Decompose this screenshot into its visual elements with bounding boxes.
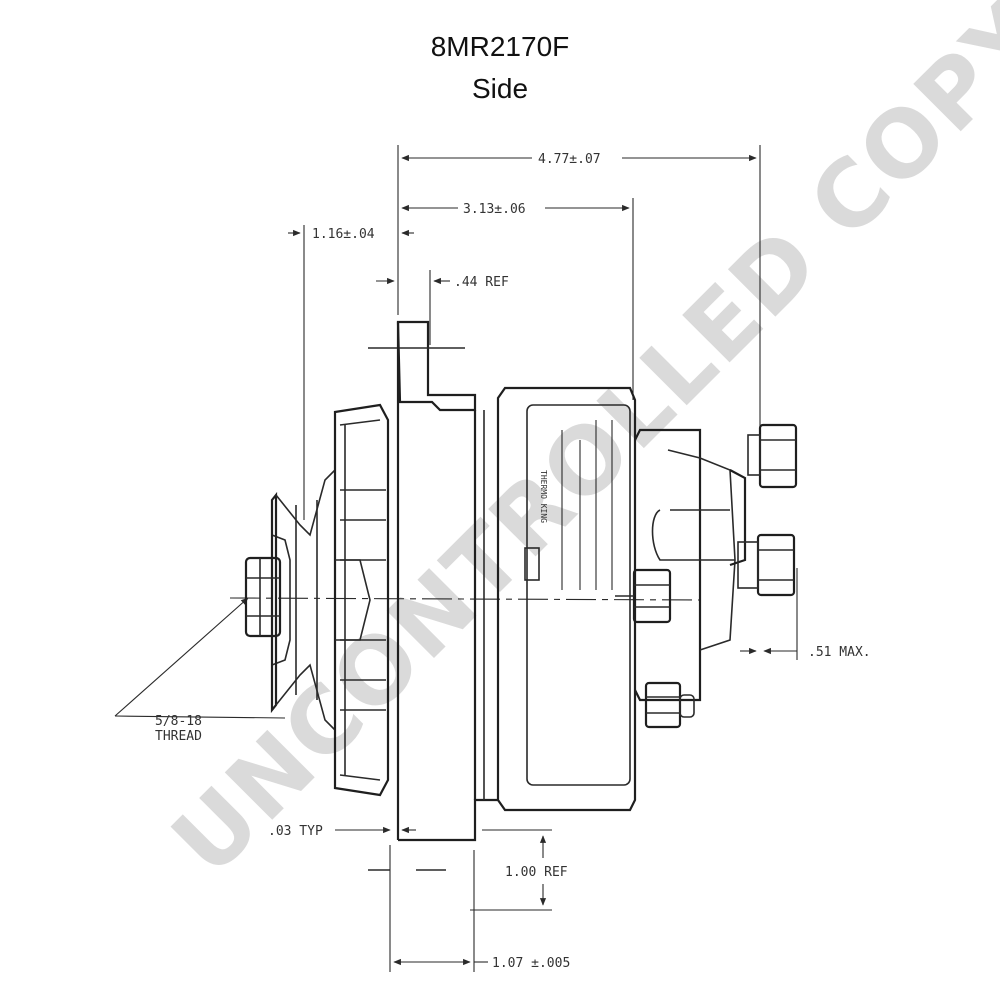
view-label: Side — [471, 73, 529, 104]
shaft-nut — [244, 556, 282, 638]
thread-callout: 5/8-18 THREAD — [114, 597, 286, 744]
dim-pulley-offset: 1.16±.04 — [288, 225, 414, 520]
dim-label-termmax: .51 MAX. — [808, 645, 871, 660]
fan — [333, 403, 390, 797]
dim-label-base: 1.07 ±.005 — [492, 956, 570, 971]
dim-label-ref44: .44 REF — [454, 275, 509, 290]
dim-label-typ: .03 TYP — [268, 824, 323, 839]
thread-size-label: 5/8-18 — [155, 714, 202, 729]
center-line — [229, 597, 701, 601]
dim-label-overall: 4.77±.07 — [538, 152, 601, 167]
dim-ref-100: 1.00 REF — [470, 829, 568, 911]
terminal-bottom — [644, 681, 695, 729]
front-flange — [368, 320, 498, 871]
dim-label-pulley: 1.16±.04 — [312, 227, 375, 242]
dim-ref-44: .44 REF — [376, 270, 509, 345]
dim-typ: .03 TYP — [268, 824, 416, 839]
drawing-title: 8MR2170F — [430, 31, 570, 62]
dim-overall-length: 4.77±.07 — [397, 145, 761, 430]
dim-terminal-max: .51 MAX. — [740, 568, 871, 660]
dim-body-length: 3.13±.06 — [401, 198, 634, 400]
terminal-lower — [737, 533, 796, 597]
nameplate-brand: THERMO KING — [539, 470, 548, 523]
watermark-text: UNCONTROLLED COPY — [152, 0, 1000, 896]
terminal-upper — [747, 423, 798, 489]
terminal-mid — [615, 568, 672, 624]
dim-base-width: 1.07 ±.005 — [389, 845, 570, 972]
thread-word-label: THREAD — [155, 729, 202, 744]
dim-label-ref100: 1.00 REF — [505, 865, 568, 880]
pulley — [270, 469, 336, 731]
dim-label-body: 3.13±.06 — [463, 202, 526, 217]
main-housing: THERMO KING — [496, 386, 637, 812]
